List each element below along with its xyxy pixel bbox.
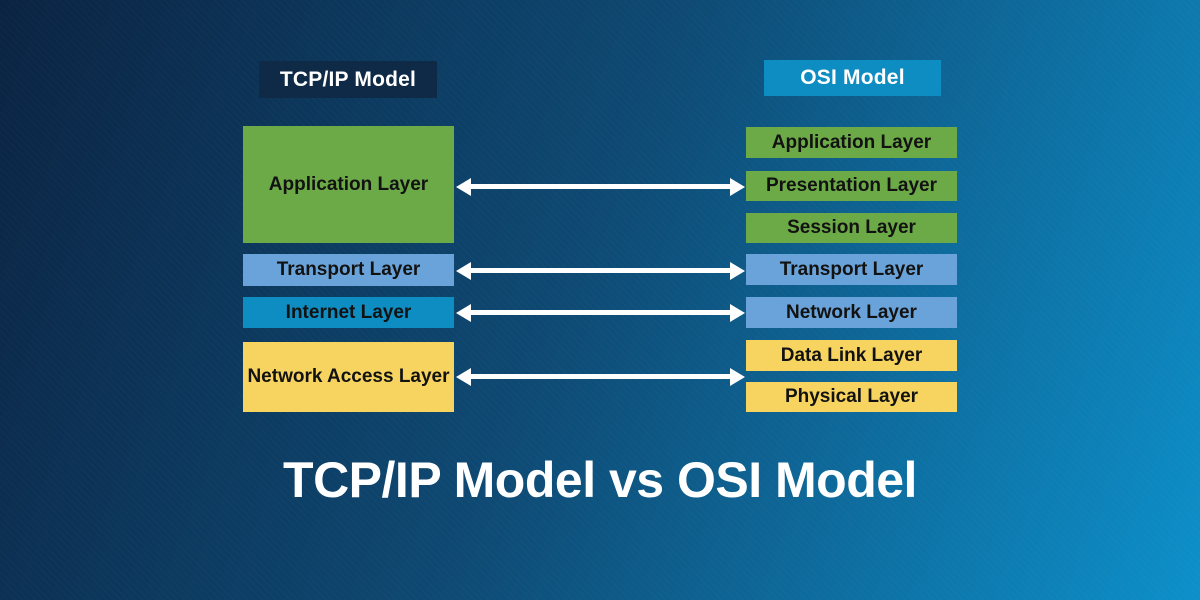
osi-layer-application: Application Layer: [746, 127, 957, 158]
arrow-shaft: [467, 268, 734, 273]
double-arrow-internet-network-icon: [456, 304, 745, 322]
tcpip-layer-network-access-label: Network Access Layer: [247, 366, 450, 387]
tcpip-layer-internet-label: Internet Layer: [285, 301, 412, 323]
tcpip-model-header: TCP/IP Model: [259, 61, 437, 98]
tcpip-layer-network-access: Network Access Layer: [243, 342, 454, 412]
osi-model-header: OSI Model: [764, 60, 941, 96]
tcpip-model-header-label: TCP/IP Model: [279, 67, 417, 91]
diagram-title: TCP/IP Model vs OSI Model: [283, 452, 917, 508]
osi-layer-data-link: Data Link Layer: [746, 340, 957, 371]
osi-layer-application-label: Application Layer: [771, 131, 932, 153]
arrow-shaft: [467, 374, 734, 379]
osi-layer-network-label: Network Layer: [786, 301, 917, 323]
osi-layer-network: Network Layer: [746, 297, 957, 328]
arrow-shaft: [467, 184, 734, 189]
double-arrow-network-access-icon: [456, 368, 745, 386]
tcpip-layer-transport-label: Transport Layer: [276, 259, 421, 280]
osi-layer-transport-label: Transport Layer: [779, 258, 924, 280]
osi-layer-physical-label: Physical Layer: [784, 386, 919, 407]
osi-layer-presentation: Presentation Layer: [746, 171, 957, 201]
tcpip-layer-transport: Transport Layer: [243, 254, 454, 286]
osi-layer-transport: Transport Layer: [746, 254, 957, 285]
double-arrow-transport-icon: [456, 262, 745, 280]
osi-layer-physical: Physical Layer: [746, 382, 957, 412]
arrow-shaft: [467, 310, 734, 315]
osi-layer-session: Session Layer: [746, 213, 957, 243]
tcpip-layer-internet: Internet Layer: [243, 297, 454, 328]
tcpip-layer-application-label: Application Layer: [268, 173, 429, 195]
osi-layer-data-link-label: Data Link Layer: [780, 344, 923, 366]
osi-layer-presentation-label: Presentation Layer: [765, 175, 938, 196]
tcpip-layer-application: Application Layer: [243, 126, 454, 243]
double-arrow-application-icon: [456, 178, 745, 196]
osi-layer-session-label: Session Layer: [787, 217, 916, 238]
osi-model-header-label: OSI Model: [800, 66, 905, 89]
